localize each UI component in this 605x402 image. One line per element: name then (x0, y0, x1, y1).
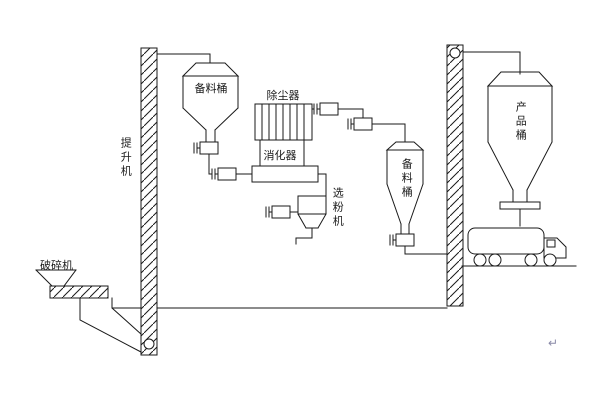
right-bucket-elevator (446, 44, 464, 307)
feeder-symbol-4 (389, 233, 415, 247)
dust-collector-label: 除尘器 (266, 90, 300, 102)
pipe-right-elevator-to-product-barrel (462, 51, 521, 75)
duct-fan1-to-fan2 (337, 108, 364, 119)
pit (79, 297, 142, 353)
feeder-symbol-2 (211, 167, 237, 181)
prep-barrel-mid-label: 备料桶 (400, 158, 413, 200)
pipe-digester-to-classifier (317, 173, 327, 197)
dust-collector-filter (254, 103, 313, 141)
tanker-truck (467, 227, 567, 267)
crusher-shape (35, 269, 109, 299)
prep-barrel-mid-shape (385, 141, 425, 235)
pipe-left-elevator-to-prep-barrel (156, 53, 211, 64)
classifier-label: 选粉机 (331, 187, 344, 229)
feeder-symbol-1 (193, 141, 219, 155)
return-mark-icon: ↵ (548, 336, 559, 350)
prep-barrel-top-label: 备料桶 (194, 83, 228, 95)
duct-collector-to-digester (259, 139, 305, 167)
pipe-feeder1-to-feeder2 (208, 153, 213, 175)
product-barrel-label: 产品桶 (514, 101, 527, 143)
feeder-symbol-3 (265, 205, 291, 219)
classifier-body (295, 195, 327, 245)
digester-body (251, 165, 319, 183)
duct-fan2-to-prep-mid (371, 123, 406, 143)
crusher-label: 破碎机 (40, 260, 73, 272)
product-barrel-shape (486, 71, 554, 227)
elevator-label: 提升机 (119, 137, 132, 179)
fan-symbol-1 (313, 102, 339, 116)
left-bucket-elevator (140, 47, 158, 356)
prep-barrel-top-shape (181, 62, 240, 143)
fan-symbol-2 (347, 117, 373, 131)
digester-label: 消化器 (263, 150, 297, 162)
pipe-prep-mid-to-right-elevator (404, 245, 448, 255)
